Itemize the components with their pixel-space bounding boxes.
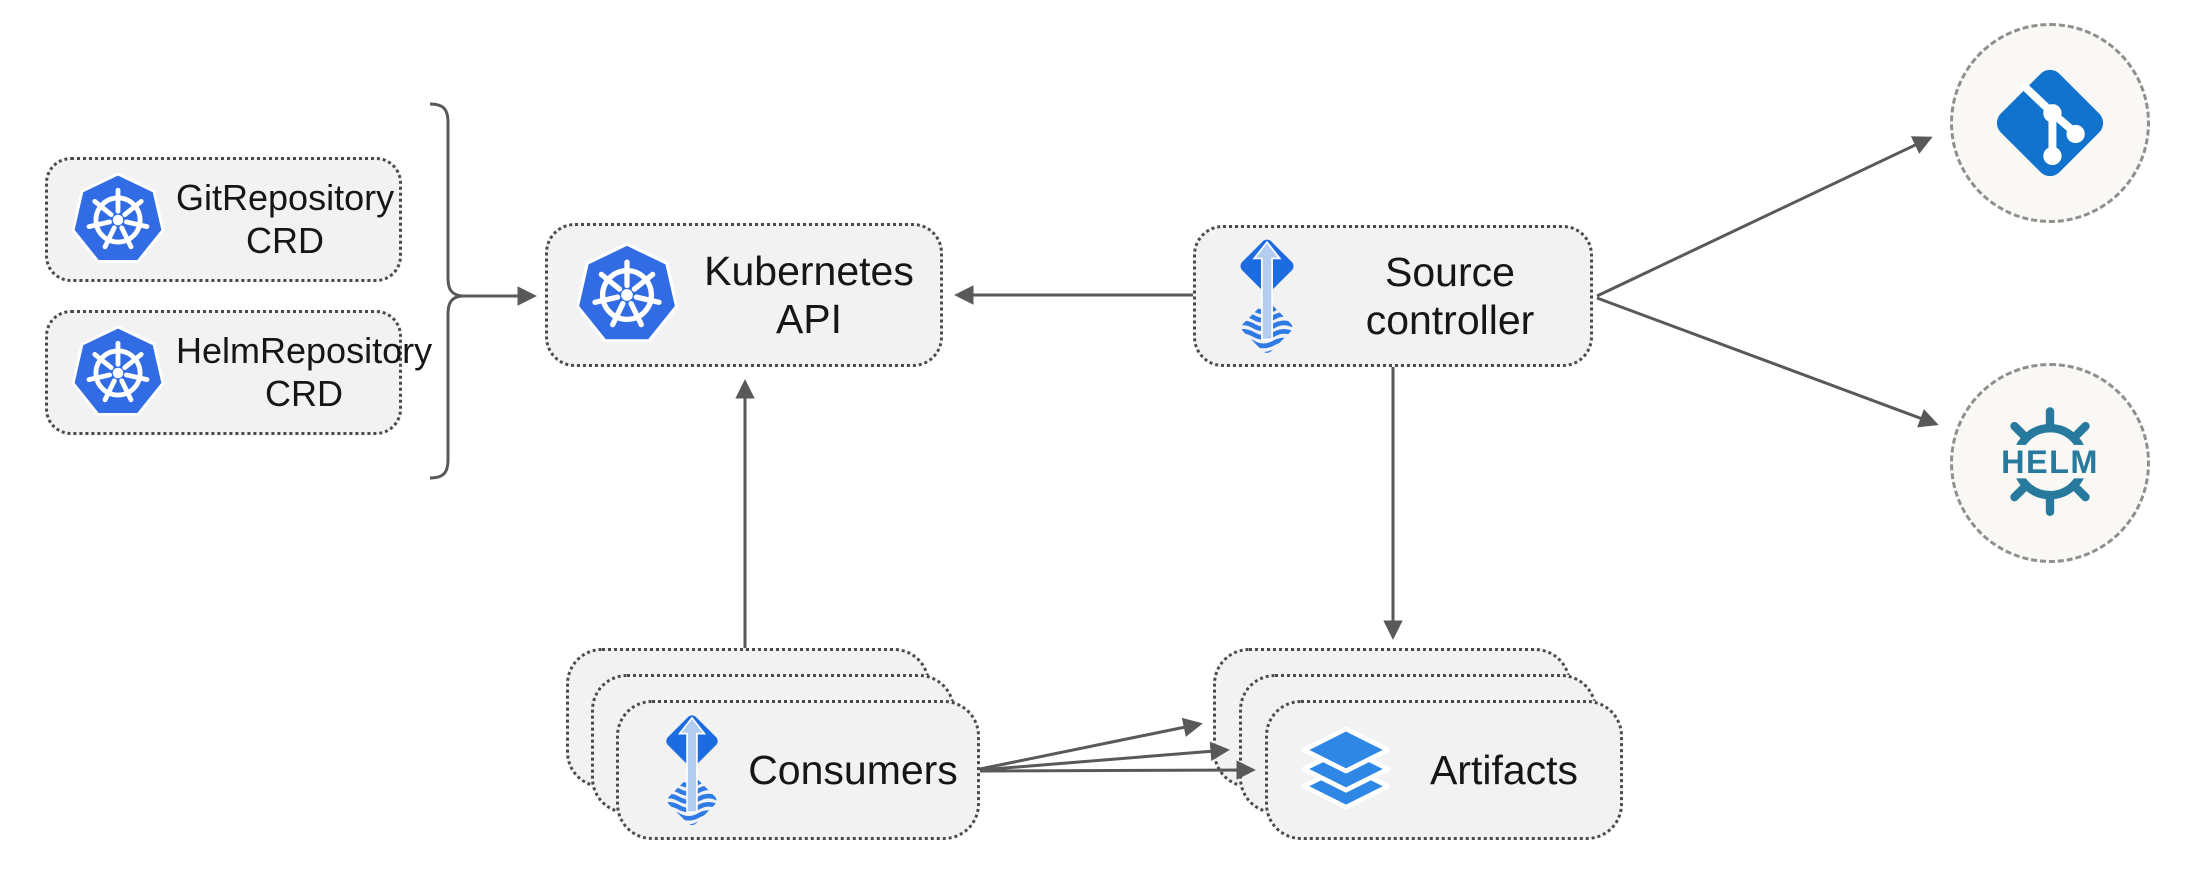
helm-icon: HELM [1992, 406, 2108, 516]
label-line1: Source [1385, 248, 1515, 295]
node-label: Kubernetes API [704, 247, 914, 342]
node-kubernetes-api: Kubernetes API [545, 223, 943, 367]
node-gitrepository-crd: GitRepository CRD [45, 157, 402, 282]
node-artifacts: Artifacts [1265, 700, 1623, 840]
edge-source-to-helm [1596, 296, 1939, 428]
label-line2: CRD [246, 219, 325, 261]
node-label: GitRepository CRD [176, 177, 394, 262]
node-helmrepository-crd: HelmRepository CRD [45, 310, 432, 435]
crd-group-bracket [429, 102, 463, 480]
kubernetes-icon [575, 242, 679, 343]
edge-consumers-to-artifacts-2 [979, 741, 1230, 772]
kubernetes-icon [71, 171, 165, 263]
helm-wordmark: HELM [2001, 443, 2099, 479]
edge-consumers-to-artifacts-1 [979, 717, 1203, 771]
layers-icon [1301, 727, 1391, 810]
node-label: HelmRepository CRD [176, 330, 432, 415]
kubernetes-icon [71, 324, 165, 416]
label-line2: controller [1365, 297, 1535, 343]
node-source-controller: Source controller [1193, 225, 1593, 367]
node-git-remote [1950, 23, 2150, 223]
edge-consumers-to-artifacts-3 [979, 760, 1256, 780]
node-label: Source controller [1324, 248, 1576, 345]
node-label: Artifacts [1429, 746, 1579, 793]
label-line2: CRD [265, 372, 344, 414]
node-helm-remote: HELM [1950, 363, 2150, 563]
edge-source-to-git [1596, 136, 1933, 298]
label-line1: GitRepository [176, 177, 395, 219]
git-icon [1996, 69, 2104, 177]
flux-source-controller-icon [665, 715, 719, 828]
node-consumers: Consumers [616, 700, 980, 840]
node-label: Consumers [748, 746, 958, 793]
label-line1: HelmRepository [176, 330, 433, 372]
flux-source-controller-icon [1239, 239, 1295, 356]
